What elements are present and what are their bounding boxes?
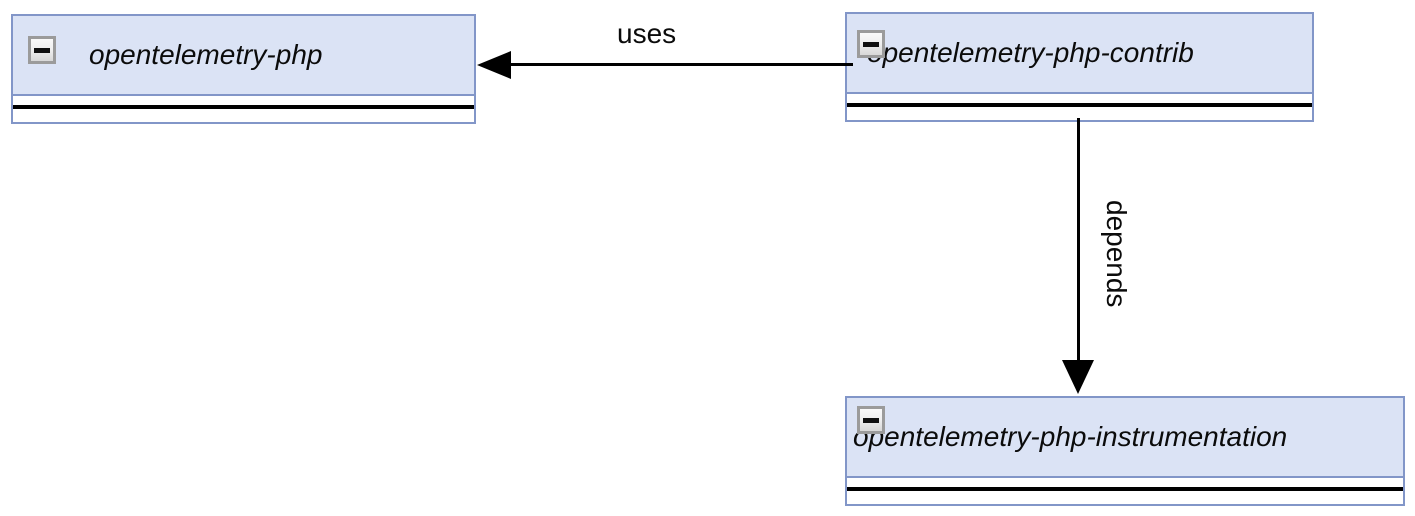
edge-depends-arrowhead-icon [1062,360,1094,394]
package-header: opentelemetry-php [13,16,474,96]
minus-glyph [863,417,879,423]
package-title: opentelemetry-php [89,39,323,70]
package-node-opentelemetry-php-contrib[interactable]: opentelemetry-php-contrib [845,12,1314,122]
edge-uses-label: uses [617,18,677,49]
package-body [847,478,1403,504]
package-header: opentelemetry-php-instrumentation [847,398,1403,478]
package-body [847,94,1312,120]
package-node-opentelemetry-php-instrumentation[interactable]: opentelemetry-php-instrumentation [845,396,1405,506]
edge-depends-line [1077,118,1080,363]
edge-uses-line [508,63,853,66]
edge-uses-arrowhead-icon [477,51,511,79]
collapse-minus-icon[interactable] [857,30,885,58]
minus-glyph [34,47,50,53]
package-body [13,96,474,122]
package-title: opentelemetry-php-contrib [867,37,1194,68]
package-title: opentelemetry-php-instrumentation [853,421,1288,452]
collapse-minus-icon[interactable] [28,36,56,64]
collapse-minus-icon[interactable] [857,406,885,434]
package-body-rule [847,103,1312,107]
package-body-rule [13,105,474,109]
edge-depends-label: depends [1101,200,1132,308]
package-header: opentelemetry-php-contrib [847,14,1312,94]
package-node-opentelemetry-php[interactable]: opentelemetry-php [11,14,476,124]
minus-glyph [863,41,879,47]
package-body-rule [847,487,1403,491]
